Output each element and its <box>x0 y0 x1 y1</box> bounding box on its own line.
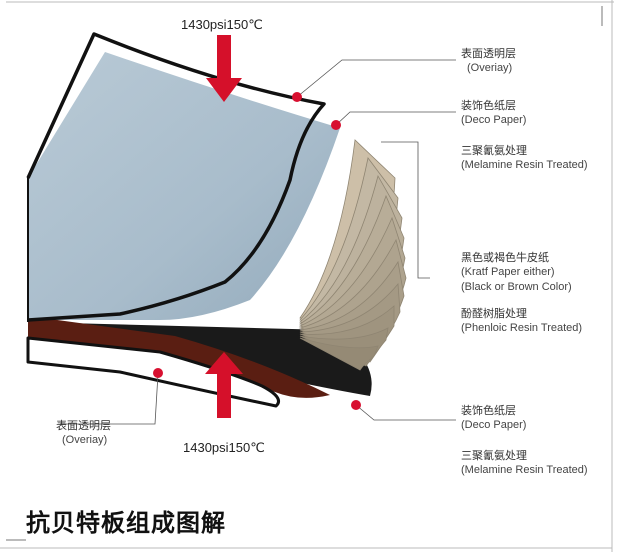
top-overlay-sheet <box>26 32 326 322</box>
label-deco-bottom: 装饰色纸层 (Deco Paper) <box>461 404 527 431</box>
label-phenolic: 酚醛树脂处理 (Phenloic Resin Treated) <box>461 307 583 334</box>
leader-lines <box>60 59 456 425</box>
kraft-paper-fan <box>298 139 407 371</box>
diagram-title: 抗贝特板组成图解 <box>26 509 226 537</box>
label-overlay-bottom: 表面透明层 (Overiay) <box>56 419 111 446</box>
pressure-label-top: 1430psi150℃ <box>181 17 263 32</box>
pressure-arrow-top <box>206 35 242 102</box>
label-melamine-bottom: 三聚氰氨处理 (Melamine Resin Treated) <box>461 449 588 476</box>
label-kraft: 黑色或褐色牛皮纸 (Kratf Paper either) (Black or … <box>461 251 572 293</box>
pressure-arrow-bottom <box>205 352 243 418</box>
pressure-label-bottom: 1430psi150℃ <box>183 440 265 455</box>
leader-dots <box>153 92 361 410</box>
label-deco-top: 装饰色纸层 (Deco Paper) <box>461 99 527 126</box>
label-overlay-top: 表面透明层 (Overiay) <box>461 47 516 74</box>
label-melamine-top: 三聚氰氨处理 (Melamine Resin Treated) <box>461 144 588 171</box>
top-deco-sheet <box>28 52 340 320</box>
